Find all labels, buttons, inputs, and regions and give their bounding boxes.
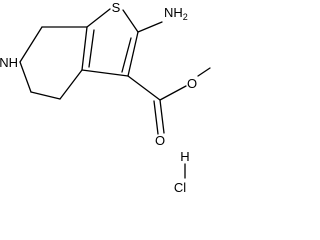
ring-bond	[19, 61, 32, 93]
ring-bond	[81, 69, 129, 77]
ester-oxygen-bond	[159, 85, 187, 101]
ring-bond	[81, 26, 88, 71]
amino-label: NH2	[164, 5, 188, 22]
carbonyl-double-bond	[153, 100, 159, 135]
double-bond-inner	[88, 29, 95, 68]
thiophene-ring	[81, 8, 139, 77]
carbonyl-oxygen-label: O	[155, 133, 165, 148]
ring-bond	[86, 8, 111, 28]
methyl-ester-group	[127, 67, 211, 135]
double-bond-inner	[121, 37, 132, 73]
carbonyl-carbon-bond	[127, 75, 161, 101]
ring-bond	[122, 9, 139, 33]
chlorine-label: Cl	[174, 180, 186, 195]
carbonyl-double-bond	[159, 99, 165, 134]
ring-bond	[127, 31, 139, 77]
ring-nitrogen-label: NH	[0, 55, 18, 70]
sulfur-label: S	[112, 0, 121, 15]
hydrogen-label: H	[180, 149, 189, 164]
amino-bond	[137, 21, 163, 33]
chemical-structure: S NH2 NH O O H Cl	[0, 0, 211, 195]
ring-bond	[19, 26, 43, 63]
tetrahydropyridine-ring	[19, 26, 88, 100]
ester-oxygen-label: O	[187, 76, 197, 91]
ring-bond	[30, 91, 61, 100]
ring-bond	[59, 69, 83, 100]
methyl-bond	[197, 67, 211, 77]
